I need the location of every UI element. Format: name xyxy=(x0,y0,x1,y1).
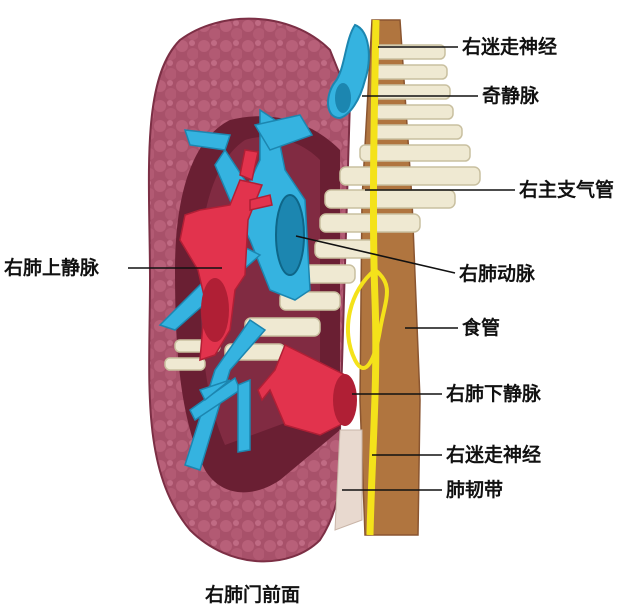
superior-pulmonary-vein xyxy=(179,149,273,362)
inferior-pulmonary-vein-opening xyxy=(333,374,357,426)
label-inf-pulm-vein: 右肺下静脉 xyxy=(446,383,542,405)
label-sup-pulm-vein: 右肺上静脉 xyxy=(4,257,100,279)
figure-caption: 右肺门前面 xyxy=(205,584,301,606)
azygos-opening xyxy=(335,83,351,113)
pulmonary-ligament-shape xyxy=(334,429,363,531)
vagus-plexus xyxy=(346,267,389,370)
label-vagus-bottom: 右迷走神经 xyxy=(446,444,542,466)
label-main-bronchus: 右主支气管 xyxy=(519,179,615,201)
pulmonary-artery-opening xyxy=(275,194,305,276)
leader-pulm-artery xyxy=(295,235,456,274)
vagus-nerve xyxy=(366,19,380,536)
superior-pulmonary-vein-opening xyxy=(201,278,229,342)
label-esophagus: 食管 xyxy=(462,317,501,339)
label-pulm-ligament: 肺韧带 xyxy=(446,479,504,501)
label-pulm-artery: 右肺动脉 xyxy=(459,263,536,285)
label-vagus-top: 右迷走神经 xyxy=(462,36,558,58)
leader-lines xyxy=(128,46,515,491)
label-azygos: 奇静脉 xyxy=(482,85,540,107)
